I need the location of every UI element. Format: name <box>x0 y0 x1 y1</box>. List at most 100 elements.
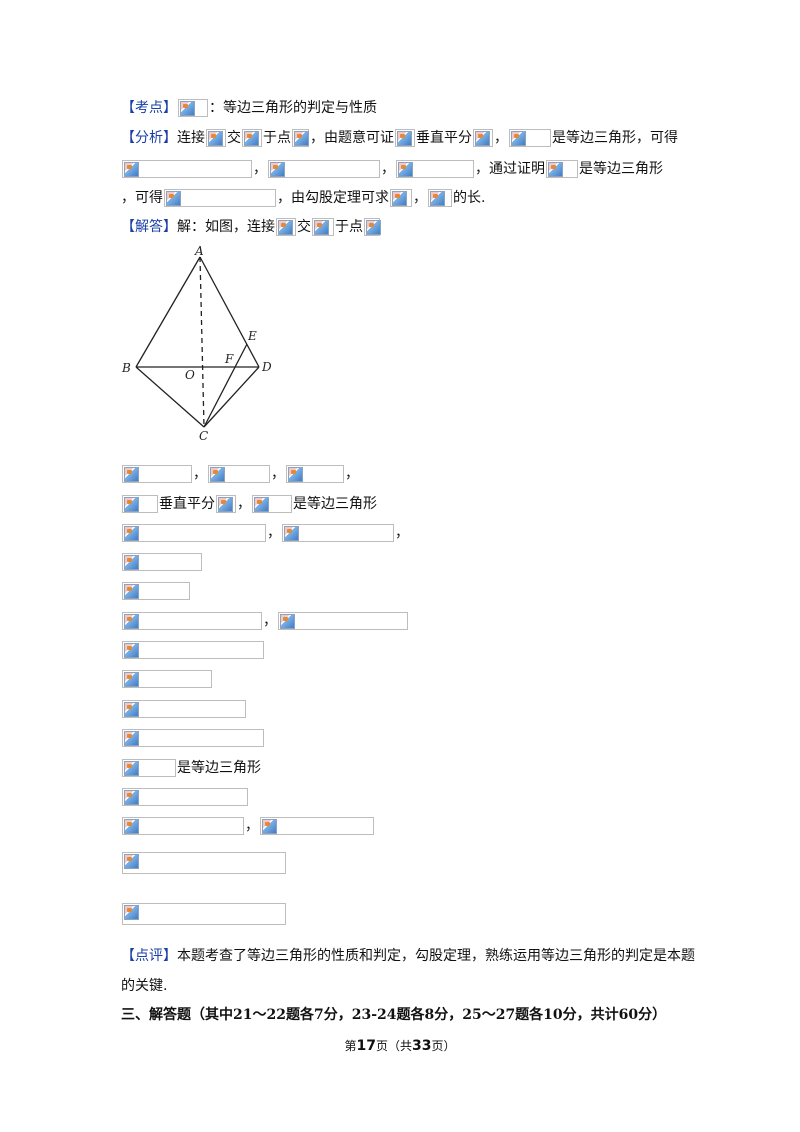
step-line: ， <box>121 610 409 632</box>
text: ， <box>345 466 359 482</box>
broken-image-icon <box>124 555 139 570</box>
section-heading: 三、解答题（其中21～22题各7分，23-24题各8分，25～27题各10分，共… <box>121 1007 667 1023</box>
broken-image-icon <box>548 162 563 177</box>
text: 交 <box>297 219 311 235</box>
step-line <box>121 639 265 661</box>
dianping-tag: 【点评】 <box>121 948 177 964</box>
text: ，由题意可证 <box>310 130 394 146</box>
segment-ac-dashed <box>199 256 205 428</box>
text: ， <box>253 161 267 177</box>
image-placeholder <box>122 759 176 777</box>
image-placeholder <box>278 612 408 630</box>
step-line <box>121 727 265 749</box>
text: 垂直平分 <box>416 130 472 146</box>
broken-image-icon <box>366 220 381 235</box>
image-placeholder <box>276 218 296 236</box>
image-placeholder <box>122 641 264 659</box>
text: ，通过证明 <box>475 161 545 177</box>
broken-image-icon <box>398 162 413 177</box>
broken-image-icon <box>124 643 139 658</box>
text: 的长. <box>453 190 486 206</box>
text: ， <box>395 525 409 541</box>
step-line <box>121 551 203 573</box>
broken-image-icon <box>254 497 269 512</box>
edge-ad <box>199 256 260 368</box>
text: ， <box>381 161 395 177</box>
kaodian-line: 【考点】：等边三角形的判定与性质 <box>121 97 377 119</box>
image-placeholder <box>122 817 244 835</box>
footer-text: 页） <box>431 1039 456 1053</box>
broken-image-icon <box>124 790 139 805</box>
broken-image-icon <box>314 220 329 235</box>
step-line <box>121 903 287 929</box>
image-placeholder <box>364 218 381 236</box>
image-placeholder <box>122 495 158 513</box>
broken-image-icon <box>288 467 303 482</box>
image-placeholder <box>473 129 493 147</box>
image-placeholder <box>312 218 334 236</box>
image-placeholder <box>428 189 452 207</box>
dianping-line: 【点评】本题考查了等边三角形的性质和判定，勾股定理，熟练运用等边三角形的判定是本… <box>121 945 695 967</box>
step-line: 是等边三角形 <box>121 757 261 779</box>
broken-image-icon <box>262 819 277 834</box>
kaodian-tag: 【考点】 <box>121 100 177 116</box>
step-line: 垂直平分，是等边三角形 <box>121 493 377 515</box>
text: ， <box>237 496 251 512</box>
image-placeholder <box>206 129 226 147</box>
broken-image-icon <box>218 497 233 512</box>
label-d: D <box>261 360 272 374</box>
image-placeholder <box>178 99 208 117</box>
broken-image-icon <box>244 131 259 146</box>
image-placeholder <box>252 495 292 513</box>
broken-image-icon <box>475 131 490 146</box>
image-placeholder <box>122 903 286 925</box>
broken-image-icon <box>124 854 139 869</box>
edge-ab <box>135 256 201 368</box>
text: ， <box>193 466 207 482</box>
image-placeholder <box>546 160 578 178</box>
label-a: A <box>194 244 204 258</box>
segment-ce <box>203 343 248 428</box>
geometry-diagram: A B C D E F O <box>121 244 272 443</box>
image-placeholder <box>509 129 551 147</box>
broken-image-icon <box>124 467 139 482</box>
step-line <box>121 786 249 808</box>
text: ， <box>263 613 277 629</box>
jieda-line: 【解答】解：如图，连接交于点 <box>121 216 381 238</box>
dianping-text-2: 的关键. <box>121 978 168 994</box>
broken-image-icon <box>124 526 139 541</box>
image-placeholder <box>122 160 252 178</box>
image-placeholder <box>122 553 202 571</box>
image-placeholder <box>164 189 276 207</box>
broken-image-icon <box>511 131 526 146</box>
image-placeholder <box>292 129 309 147</box>
broken-image-icon <box>124 731 139 746</box>
text: 交 <box>227 130 241 146</box>
image-placeholder <box>260 817 374 835</box>
image-placeholder <box>122 524 266 542</box>
image-placeholder <box>286 465 344 483</box>
broken-image-icon <box>270 162 285 177</box>
total-pages: 33 <box>412 1038 432 1054</box>
text: 解：如图，连接 <box>177 219 275 235</box>
image-placeholder <box>390 189 412 207</box>
image-placeholder <box>395 129 415 147</box>
step-line <box>121 698 247 720</box>
image-placeholder <box>122 729 264 747</box>
step-line <box>121 668 213 690</box>
text: 于点 <box>263 130 291 146</box>
step-line <box>121 852 287 878</box>
text: 是等边三角形 <box>293 496 377 512</box>
text: ， <box>494 130 508 146</box>
broken-image-icon <box>124 497 139 512</box>
broken-image-icon <box>124 819 139 834</box>
dianping-line-2: 的关键. <box>121 975 167 997</box>
text: 是等边三角形，可得 <box>552 130 678 146</box>
text: ，可得 <box>121 190 163 206</box>
label-c: C <box>199 429 208 443</box>
text: 是等边三角形 <box>177 760 261 776</box>
page-number: 17 <box>356 1038 376 1054</box>
fenxi-line-3: ，可得，由勾股定理可求，的长. <box>121 187 485 209</box>
step-line <box>121 580 191 602</box>
footer-text: 页（共 <box>375 1039 412 1053</box>
